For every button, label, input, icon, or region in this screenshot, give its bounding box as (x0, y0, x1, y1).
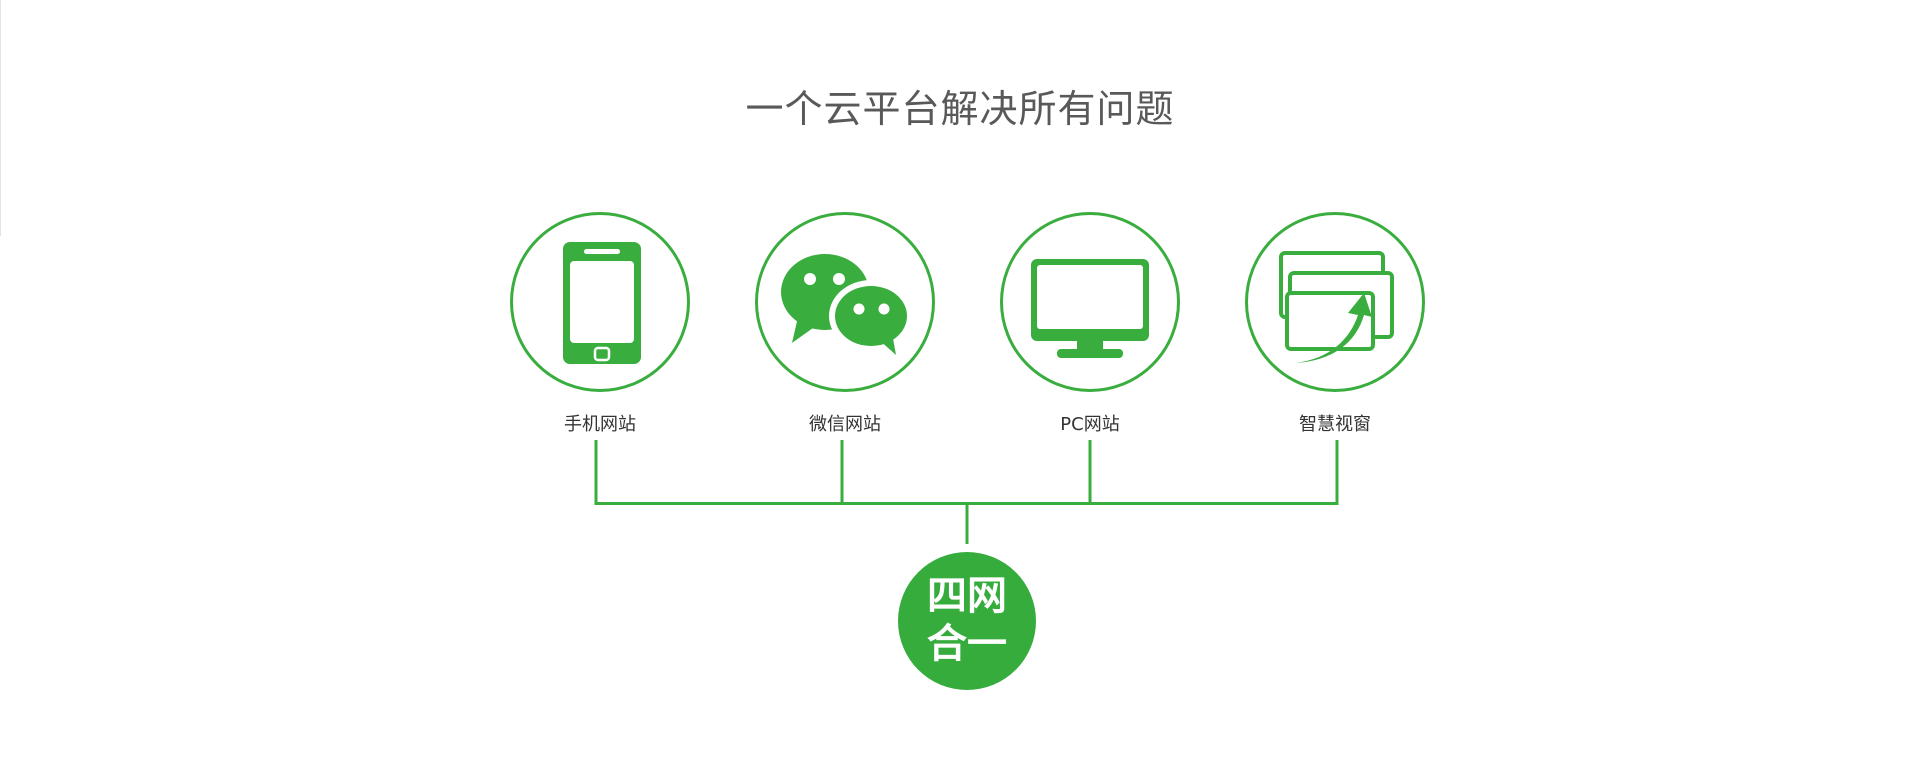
platform-mobile (510, 212, 690, 392)
hub-label-line2: 合一 (927, 621, 1007, 667)
platform-smart-window (1245, 212, 1425, 392)
wechat-icon (781, 254, 913, 355)
mobile-phone-icon (563, 242, 641, 364)
platform-pc (1000, 212, 1180, 392)
left-edge-divider (0, 0, 1, 236)
hub-circle: 四网 合一 (898, 552, 1036, 690)
platform-label-mobile: 手机网站 (564, 414, 636, 435)
platform-label-smart-window: 智慧视窗 (1299, 414, 1371, 435)
page-title: 一个云平台解决所有问题 (745, 87, 1175, 131)
platform-wechat (755, 212, 935, 392)
platform-label-pc: PC网站 (1060, 414, 1120, 435)
smart-window-icon (1279, 251, 1394, 363)
monitor-icon (1031, 259, 1149, 358)
hub-label-line1: 四网 (927, 573, 1007, 619)
platform-label-wechat: 微信网站 (809, 414, 881, 435)
